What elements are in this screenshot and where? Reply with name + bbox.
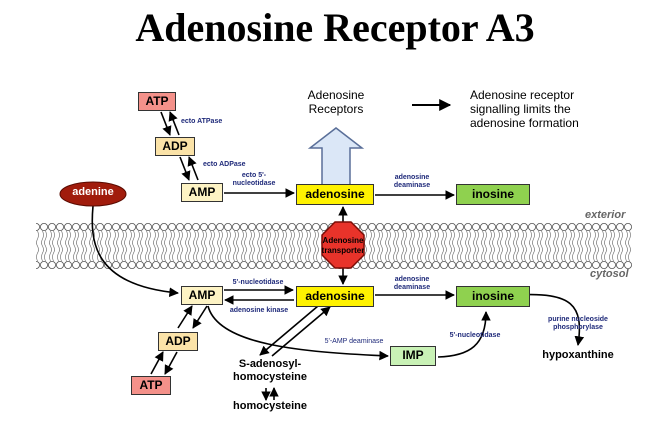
arrow-imp-to-inosine (437, 311, 491, 358)
arrow-amp-to-adp-top (187, 156, 199, 181)
enzyme-ecto-5-nucleotidase: ecto 5'- nucleotidase (232, 172, 276, 187)
enzyme-5-amp-deaminase: 5'-AMP deaminase (324, 338, 384, 345)
arrow-atp-to-adp-top (160, 111, 172, 136)
arrow-inosine-to-hypoxanthine (516, 293, 585, 346)
adenosine-transporter-shape (321, 221, 365, 269)
adenosine-node-bottom: adenosine (296, 286, 374, 307)
enzyme-ecto-adpase: ecto ADPase (203, 161, 246, 168)
cytosol-label: cytosol (590, 268, 629, 280)
arrow-adenine-to-amp (91, 205, 179, 297)
receptor-arrow (307, 127, 365, 186)
adenine-node: adenine (72, 186, 114, 198)
atp-node-bottom: ATP (131, 376, 171, 395)
adp-node-top: ADP (155, 137, 195, 156)
exterior-label: exterior (585, 209, 626, 221)
arrow-adp-to-atp-bottom (164, 351, 178, 375)
amp-node-bottom: AMP (181, 286, 223, 305)
adenosine-node-top: adenosine (296, 184, 374, 205)
enzyme-5-nucleotidase-imp: 5'-nucleotidase (449, 332, 501, 339)
hypoxanthine-node: hypoxanthine (542, 349, 614, 361)
arrow-atp-to-adp-bottom (150, 351, 164, 375)
arrow-adp-to-atp-top (168, 111, 180, 136)
imp-node: IMP (390, 346, 436, 366)
legend-text: Adenosine receptor signalling limits the… (470, 88, 579, 130)
inosine-node-top: inosine (456, 184, 530, 205)
arrow-sah-to-adenosine (271, 306, 331, 357)
amp-node-top: AMP (181, 183, 223, 202)
homocysteine-node: homocysteine (233, 400, 307, 412)
arrow-adenosine-to-sah (259, 305, 319, 356)
arrow-adp-to-amp-bottom (177, 305, 193, 329)
arrow-adp-to-amp-top (179, 156, 191, 181)
enzyme-5-nucleotidase: 5'-nucleotidase (232, 279, 284, 286)
sah-node: S-adenosyl- homocysteine (233, 358, 307, 383)
arrow-amp-to-adp-bottom (192, 305, 208, 329)
adp-node-bottom: ADP (158, 332, 198, 351)
diagram-title: Adenosine Receptor A3 (135, 5, 535, 50)
atp-node-top: ATP (138, 92, 176, 111)
enzyme-pnp: purine nucleoside phosphorylase (548, 316, 608, 331)
adenine-ellipse (59, 181, 127, 207)
inosine-node-bottom: inosine (456, 286, 530, 307)
adenosine-transporter: Adenosine transporter (321, 236, 365, 255)
arrow-amp-to-imp (207, 305, 389, 361)
enzyme-ecto-atpase: ecto ATPase (181, 118, 223, 125)
enzyme-adenosine-deaminase-top: adenosine deaminase (393, 174, 431, 189)
enzyme-adenosine-kinase: adenosine kinase (229, 307, 289, 314)
receptor-label: Adenosine Receptors (307, 88, 365, 116)
enzyme-adenosine-deaminase-bottom: adenosine deaminase (393, 276, 431, 291)
